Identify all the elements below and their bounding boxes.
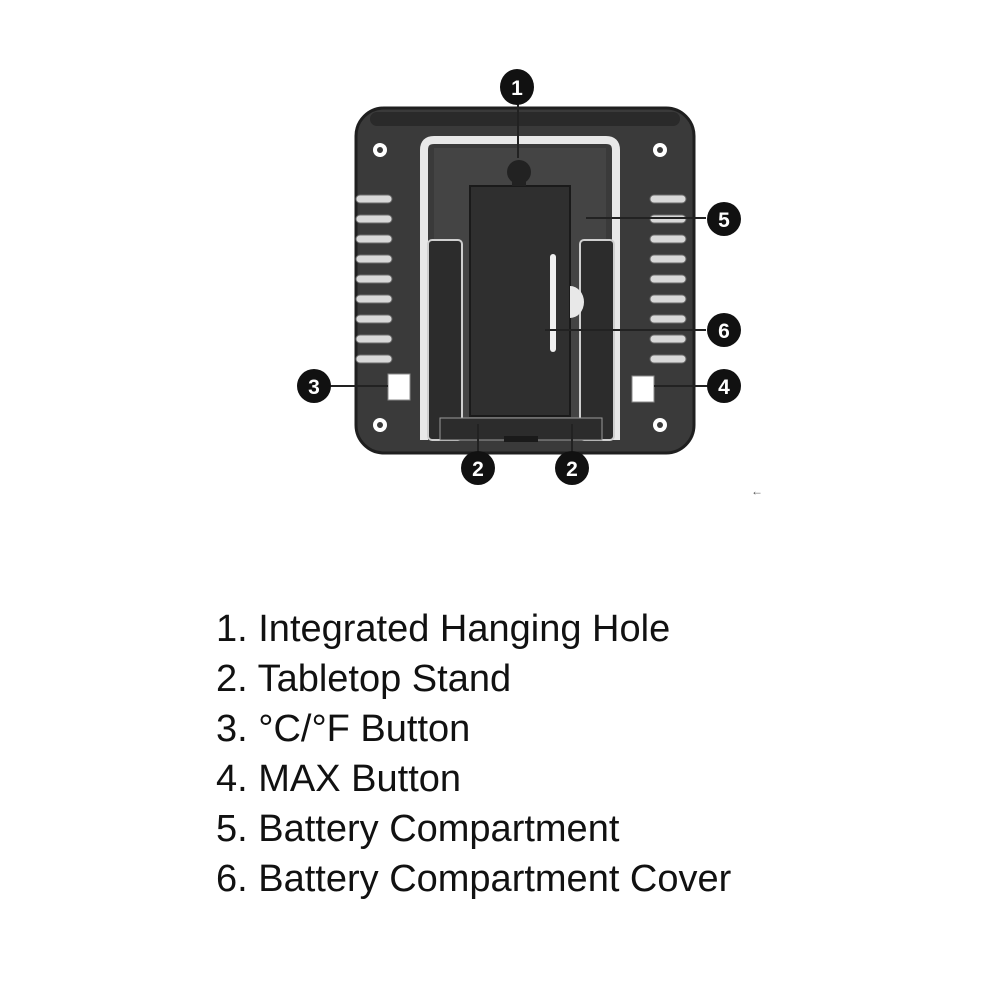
legend-item-battery-cover: 6. Battery Compartment Cover [216, 858, 732, 900]
svg-text:5: 5 [718, 209, 730, 232]
legend-item-battery-compartment: 5. Battery Compartment [216, 808, 620, 850]
screw-icon [653, 143, 667, 157]
screw-icon [373, 418, 387, 432]
callout-5: 5 [707, 202, 741, 236]
callout-6: 6 [707, 313, 741, 347]
callout-2a: 2 [461, 451, 495, 485]
legend-item-hanging-hole: 1. Integrated Hanging Hole [216, 608, 671, 650]
vent-slots-right [649, 194, 687, 364]
celsius-fahrenheit-button[interactable] [387, 373, 411, 401]
screw-icon [373, 143, 387, 157]
svg-text:3: 3 [308, 376, 320, 399]
stray-mark: ← [751, 484, 763, 498]
svg-text:1: 1 [511, 77, 523, 100]
cover-latch-tab [570, 286, 584, 318]
screw-icon [653, 418, 667, 432]
tabletop-stand [427, 239, 615, 442]
keyhole-icon [507, 160, 531, 186]
battery-compartment-frame [420, 136, 620, 440]
legend-item-max-button: 4. MAX Button [216, 758, 462, 800]
device-top-edge [370, 112, 680, 126]
callout-3: 3 [297, 369, 331, 403]
callout-2b: 2 [555, 451, 589, 485]
svg-text:4: 4 [718, 376, 730, 399]
legend-item-cf-button: 3. °C/°F Button [216, 708, 471, 750]
svg-text:2: 2 [472, 458, 484, 481]
callout-1: 1 [500, 69, 534, 105]
svg-text:6: 6 [718, 320, 730, 343]
legend-list: 1. Integrated Hanging Hole 2. Tabletop S… [216, 604, 731, 904]
max-button[interactable] [631, 375, 655, 403]
svg-text:2: 2 [566, 458, 578, 481]
cover-latch [550, 254, 556, 352]
legend-item-tabletop-stand: 2. Tabletop Stand [216, 658, 512, 700]
device-back-diagram: 1 5 6 3 4 2 2 [297, 69, 741, 485]
callout-4: 4 [707, 369, 741, 403]
vent-slots-left [355, 194, 393, 364]
